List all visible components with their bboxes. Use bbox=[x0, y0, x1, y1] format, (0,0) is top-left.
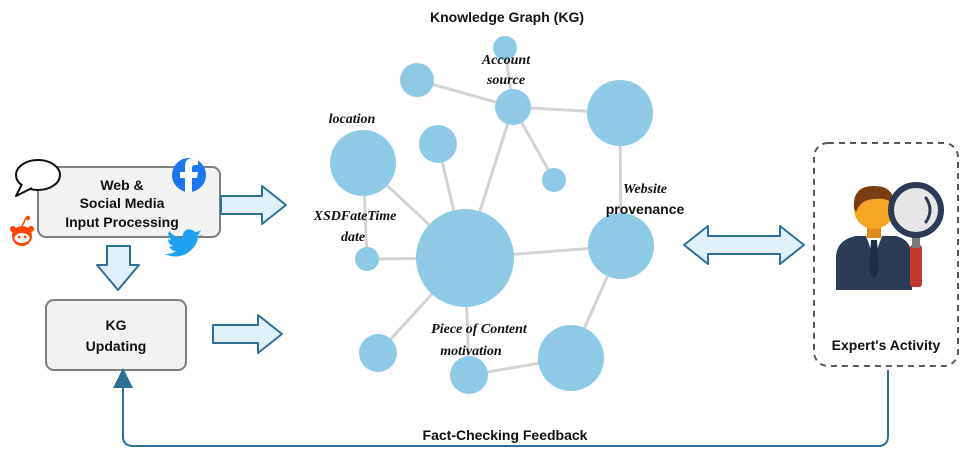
down-arrow bbox=[96, 245, 140, 291]
node-label-xsd-1: XSDFateTime bbox=[313, 209, 397, 224]
node-label-account-1: Account bbox=[481, 53, 531, 68]
kg-box-line-1: KG bbox=[106, 317, 127, 333]
graph-node-content bbox=[450, 356, 488, 394]
expert-label: Expert's Activity bbox=[832, 337, 941, 353]
input-box-line-1: Web & bbox=[100, 177, 143, 193]
node-label-website: Website bbox=[623, 182, 667, 197]
graph-nodes bbox=[330, 36, 654, 394]
feedback-line bbox=[113, 368, 889, 447]
graph-node-top-small bbox=[493, 36, 517, 60]
graph-node-mid-small bbox=[419, 125, 457, 163]
node-label-provenance: provenance bbox=[606, 201, 685, 217]
right-arrow-input bbox=[220, 185, 287, 225]
graph-node-right-small bbox=[542, 168, 566, 192]
facebook-icon bbox=[172, 158, 206, 192]
speech-bubble-icon bbox=[15, 159, 61, 197]
input-box-line-2: Social Media bbox=[80, 195, 165, 211]
graph-node-website bbox=[588, 213, 654, 279]
expert-person-icon bbox=[836, 186, 912, 290]
diagram-title: Knowledge Graph (KG) bbox=[430, 9, 584, 25]
graph-node-location bbox=[330, 130, 396, 196]
twitter-icon bbox=[165, 229, 204, 257]
feedback-label: Fact-Checking Feedback bbox=[423, 427, 588, 443]
graph-node-top-left bbox=[400, 63, 434, 97]
node-label-xsd-2: date bbox=[341, 230, 365, 245]
bidirectional-arrow bbox=[683, 225, 805, 265]
graph-node-date bbox=[355, 247, 379, 271]
node-label-content-2: motivation bbox=[440, 344, 502, 359]
graph-node-bottom-left bbox=[359, 334, 397, 372]
node-label-account-2: source bbox=[486, 73, 525, 88]
node-label-content-1: Piece of Content bbox=[431, 322, 528, 337]
input-box-line-3: Input Processing bbox=[65, 214, 179, 230]
graph-node-center bbox=[416, 209, 514, 307]
graph-node-top-right bbox=[587, 80, 653, 146]
graph-node-bottom-right bbox=[538, 325, 604, 391]
magnifier-icon bbox=[888, 182, 944, 287]
node-label-location: location bbox=[329, 112, 376, 127]
right-arrow-kg bbox=[212, 314, 283, 354]
kg-updating-box: KG Updating bbox=[45, 299, 187, 371]
reddit-icon bbox=[10, 215, 34, 246]
graph-node-account bbox=[495, 89, 531, 125]
kg-box-line-2: Updating bbox=[86, 338, 147, 354]
